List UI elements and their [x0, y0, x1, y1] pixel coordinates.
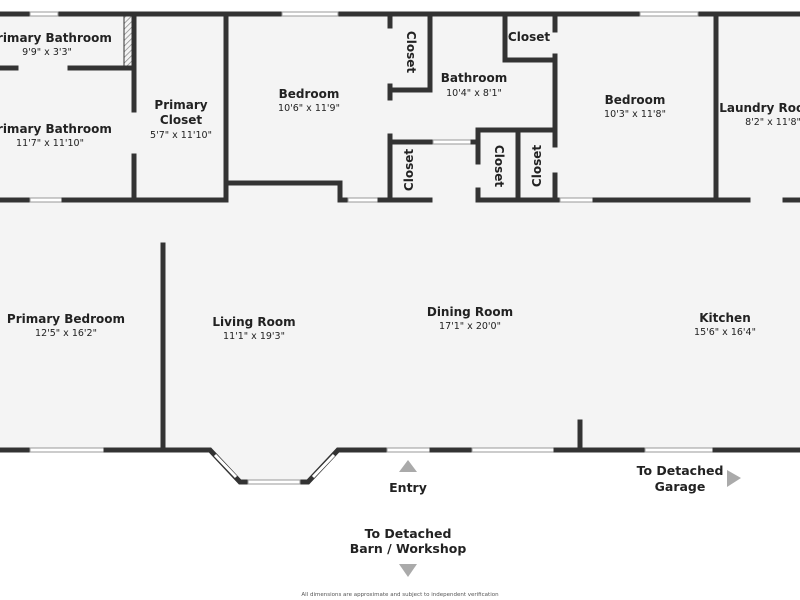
room-name: Bedroom: [279, 87, 340, 101]
room-name: Living Room: [212, 315, 295, 329]
room-dims: 5'7" x 11'10": [150, 130, 212, 141]
barn-label: Barn / Workshop: [350, 541, 467, 556]
hatched-panel: [123, 15, 133, 67]
room-name: Bedroom: [605, 93, 666, 107]
room-name: Dining Room: [427, 305, 513, 319]
room-name: Primary: [154, 98, 207, 112]
room-dims: 10'3" x 11'8": [604, 109, 666, 120]
room-dims: 8'2" x 11'8": [745, 117, 800, 128]
window: [471, 447, 557, 453]
room-name: Primary Bathroom: [0, 122, 112, 136]
barn-arrow-icon: [399, 564, 417, 577]
room-dims: 11'7" x 11'10": [16, 138, 84, 149]
walls: [0, 11, 800, 485]
doorway: [29, 197, 65, 203]
doorway: [432, 139, 474, 145]
room-dims: 12'5" x 16'2": [35, 328, 97, 339]
doorway: [347, 197, 381, 203]
window: [29, 447, 107, 453]
garage-arrow-icon: [727, 470, 741, 487]
entry-label: Entry: [389, 480, 427, 495]
room-dims: 10'6" x 11'9": [278, 103, 340, 114]
bay-window: [247, 479, 301, 485]
window: [29, 11, 59, 17]
barn-label: To Detached: [365, 526, 452, 541]
closet-label: Closet: [402, 149, 416, 191]
room-name: Primary Bedroom: [7, 312, 125, 326]
closet-label: Closet: [508, 30, 550, 44]
floor-area: [0, 14, 800, 482]
closet-label: Closet: [492, 145, 506, 187]
entry-arrow-icon: [399, 460, 417, 472]
garage-label: To Detached: [637, 463, 724, 478]
room-dims: 11'1" x 19'3": [223, 331, 285, 342]
window: [639, 11, 699, 17]
room-dims: 10'4" x 8'1": [446, 88, 502, 99]
garage-label: Garage: [655, 479, 706, 494]
window: [281, 11, 339, 17]
room-name: Kitchen: [699, 311, 751, 325]
window: [644, 447, 716, 453]
room-name: Bathroom: [441, 71, 507, 85]
entry-door: [386, 447, 433, 453]
disclaimer: All dimensions are approximate and subje…: [301, 592, 499, 598]
room-dims: 15'6" x 16'4": [694, 327, 756, 338]
room-name: Closet: [160, 113, 202, 127]
room-name: Primary Bathroom: [0, 31, 112, 45]
room-name: Laundry Room: [719, 101, 800, 115]
closet-label: Closet: [530, 145, 544, 187]
closet-label: Closet: [404, 31, 418, 73]
room-dims: 17'1" x 20'0": [439, 321, 501, 332]
room-dims: 9'9" x 3'3": [22, 47, 72, 58]
doorway: [559, 197, 596, 203]
